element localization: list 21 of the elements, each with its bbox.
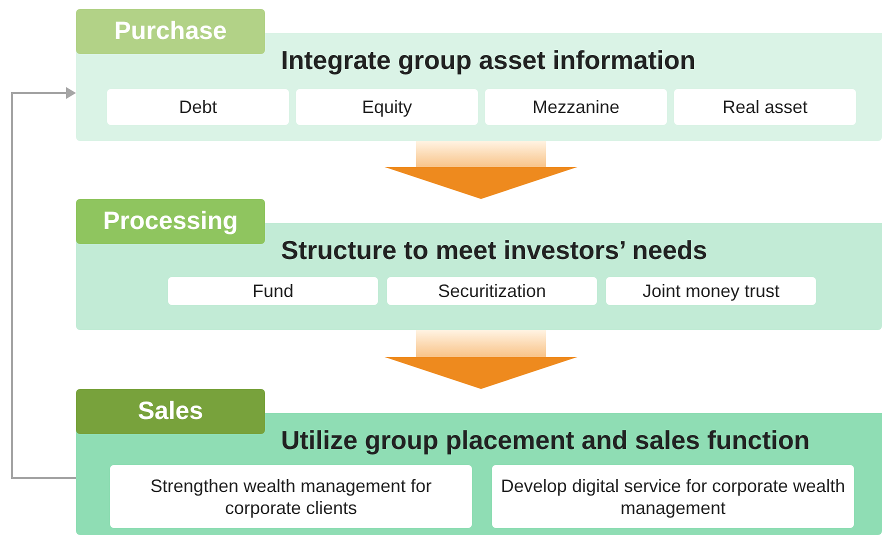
stage-heading: Structure to meet investors’ needs	[281, 235, 708, 265]
stage-panel	[76, 9, 882, 141]
stage-tab: Sales	[76, 389, 265, 434]
stage-heading: Utilize group placement and sales function	[281, 425, 811, 455]
feedback-arrow	[11, 87, 76, 479]
block-arrow	[384, 141, 578, 199]
item-box: Mezzanine	[485, 89, 667, 125]
item-box: Debt	[107, 89, 289, 125]
item-box: Develop digital service for corporate wealth management	[492, 465, 854, 528]
stage-heading: Integrate group asset information	[281, 45, 697, 75]
stage-panel	[76, 389, 882, 535]
item-box: Securitization	[387, 277, 597, 305]
item-box: Strengthen wealth management for corporate clients	[110, 465, 472, 528]
item-box: Real asset	[674, 89, 856, 125]
item-box: Joint money trust	[606, 277, 816, 305]
stage-tab: Purchase	[76, 9, 265, 54]
block-arrow	[384, 330, 578, 389]
stage-tab: Processing	[76, 199, 265, 244]
item-box: Equity	[296, 89, 478, 125]
item-box: Fund	[168, 277, 378, 305]
stage-panel	[76, 199, 882, 330]
